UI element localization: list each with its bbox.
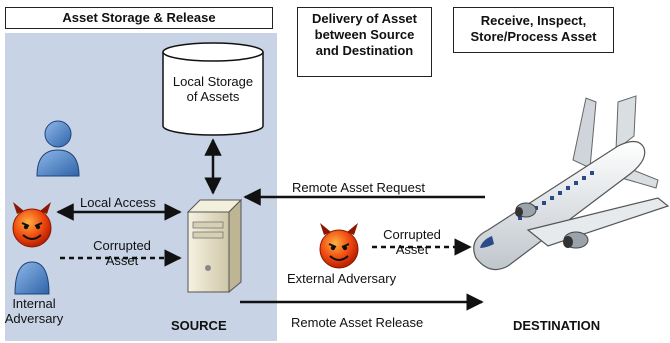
title-receive-inspect: Receive, Inspect, Store/Process Asset [453,7,614,53]
title-receive-line1: Receive, Inspect, [480,13,587,28]
airplane-icon [473,95,670,271]
user-icon [36,120,80,177]
internal-adversary-icon [12,202,52,295]
external-corrupted-line1: Corrupted [383,227,441,242]
local-storage-line2: of Assets [186,89,240,104]
title-delivery: Delivery of Asset between Source and Des… [297,7,432,77]
internal-corrupted-label: Corrupted Asset [82,238,162,268]
internal-adversary-line1: Internal [12,296,56,311]
external-adversary-icon [319,223,359,269]
remote-request-label: Remote Asset Request [292,180,425,195]
external-corrupted-label: Corrupted Asset [372,227,452,257]
remote-release-label: Remote Asset Release [291,315,424,330]
internal-corrupted-line2: Asset [105,253,139,268]
external-adversary-label: External Adversary [287,271,397,286]
local-storage-cylinder [162,42,264,136]
destination-label: DESTINATION [513,318,601,333]
source-label: SOURCE [171,318,227,333]
internal-corrupted-line1: Corrupted [93,238,151,253]
server-icon [186,198,243,294]
title-delivery-line2: between Source [314,27,415,42]
local-storage-line1: Local Storage [172,74,254,89]
title-delivery-line1: Delivery of Asset [311,11,417,26]
local-access-label: Local Access [80,195,156,210]
internal-adversary-label: Internal Adversary [3,296,65,326]
internal-adversary-line2: Adversary [4,311,64,326]
external-corrupted-line2: Asset [395,242,429,257]
title-receive-line2: Store/Process Asset [470,29,597,44]
title-delivery-line3: and Destination [315,43,414,58]
local-storage-label: Local Storage of Assets [163,74,263,104]
title-asset-storage-release: Asset Storage & Release [5,7,273,29]
